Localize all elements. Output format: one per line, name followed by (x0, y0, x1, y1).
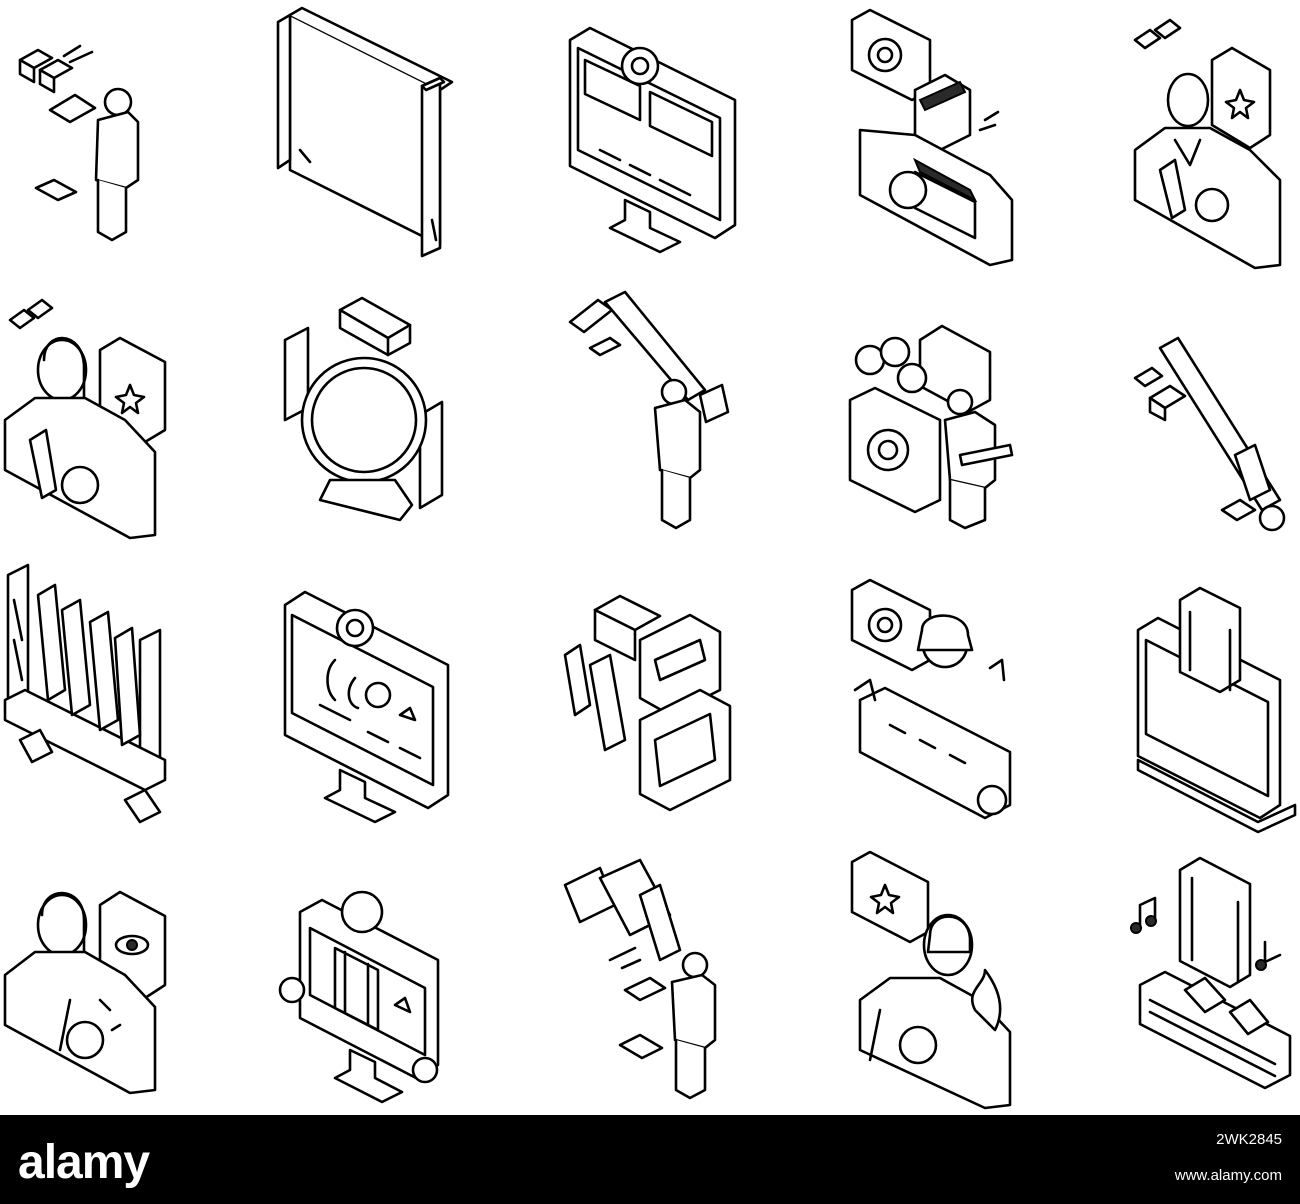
watermark-bar: alamy 2WK2845 www.alamy.com (0, 1115, 1300, 1204)
image-id: 2WK2845 (1216, 1131, 1282, 1148)
backdrop-stand-icon (276, 6, 454, 258)
lighting-truss-icon (3, 563, 167, 824)
editing-software-monitor-icon (283, 590, 450, 824)
male-actor-star-icon (1133, 18, 1282, 270)
crane-operator-icon (18, 44, 140, 242)
brand-logo-text: alamy (18, 1136, 150, 1189)
video-editing-monitor-icon (568, 26, 737, 254)
camera-crane-jib-icon (1133, 336, 1286, 532)
film-camera-icon (563, 594, 732, 812)
icon-grid (3, 6, 1297, 1110)
sound-engineer-icon (850, 578, 1012, 820)
camera-operator-icon (563, 858, 717, 1100)
female-actor-star-icon (3, 298, 167, 540)
brand-logo: alamy (18, 1135, 150, 1190)
icon-set-canvas (3, 6, 1297, 1110)
film-screening-monitor-icon (278, 890, 440, 1104)
makeup-artist-icon (3, 890, 167, 1095)
director-clapperboard-icon (850, 8, 1014, 267)
music-film-editing-icon (1130, 856, 1292, 1090)
audience-speaker-icon (848, 324, 1014, 530)
laptop-film-icon (1136, 586, 1297, 834)
site-url: www.alamy.com (1174, 1167, 1282, 1184)
stuntman-fire-icon (850, 850, 1012, 1110)
boom-microphone-operator-icon (568, 290, 730, 530)
studio-spotlight-icon (283, 296, 444, 522)
